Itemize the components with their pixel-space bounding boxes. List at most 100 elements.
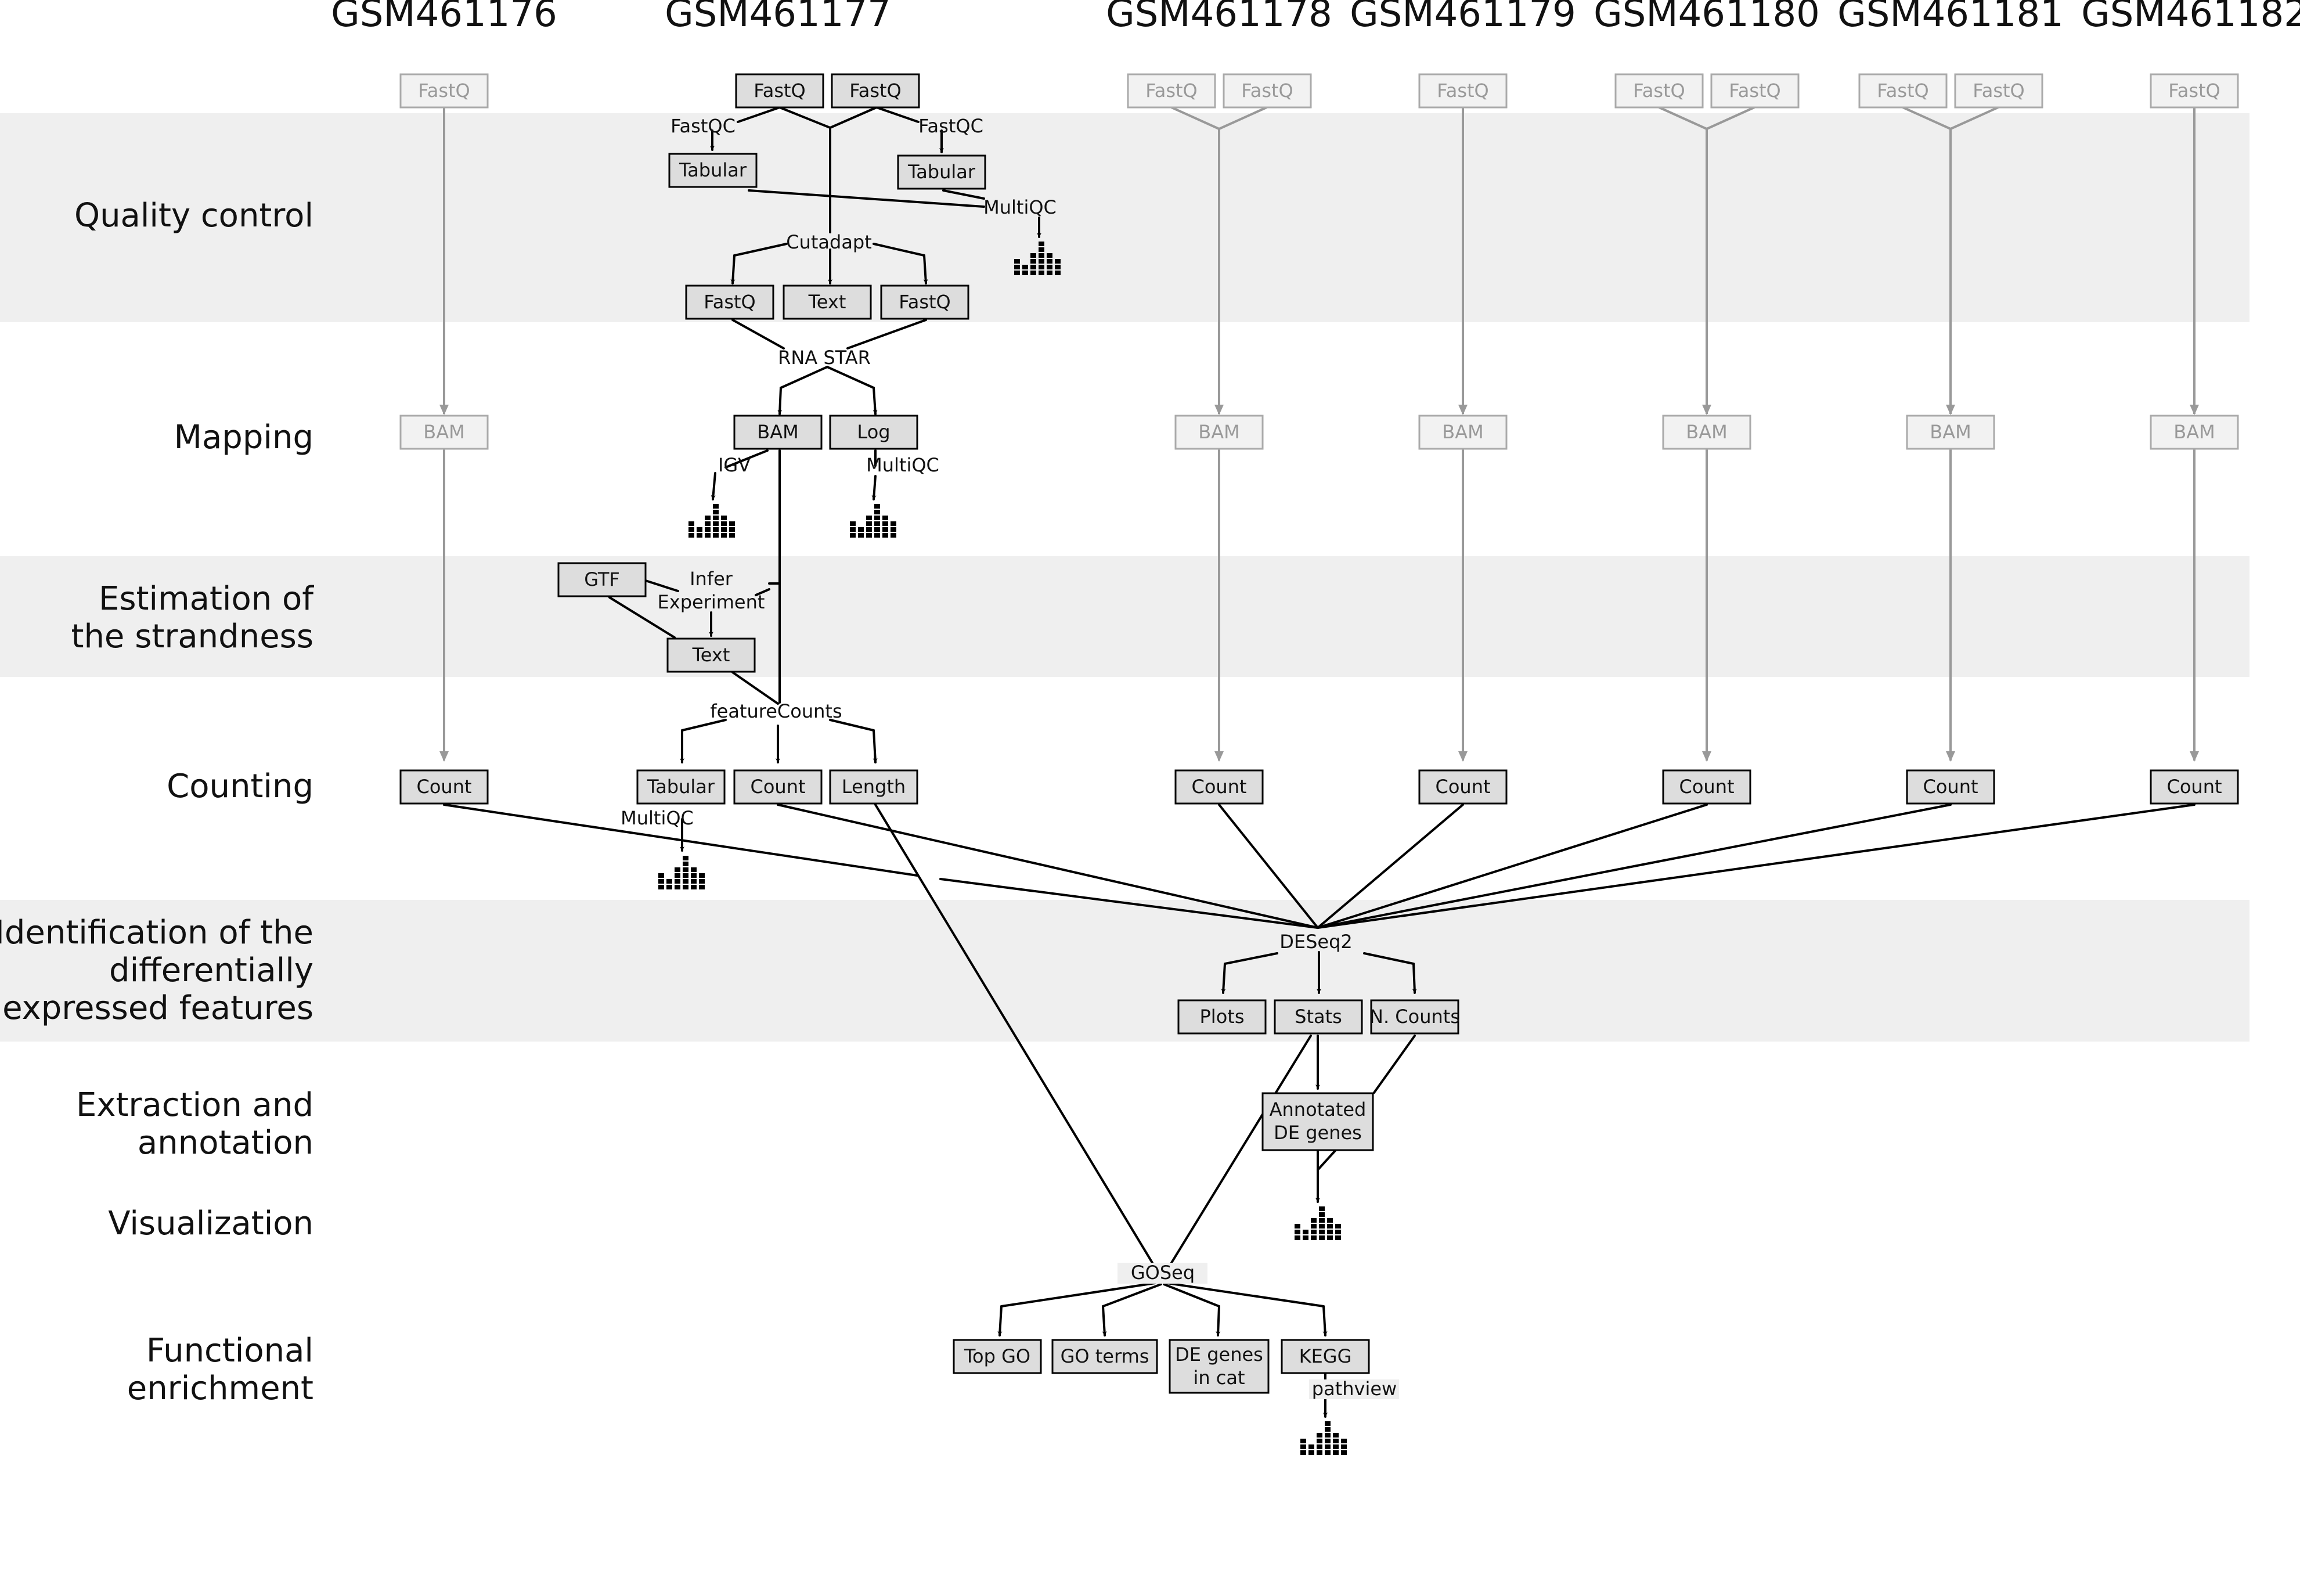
faded-fastq-box [1858, 73, 1948, 109]
box-label: KEGG [1299, 1345, 1352, 1367]
flow-line [1000, 1282, 1156, 1307]
faded-arrowhead [439, 751, 449, 762]
top-go-box [953, 1339, 1042, 1374]
sample-title: GSM461181 [1837, 0, 2064, 35]
flow-line [1373, 1035, 1416, 1094]
flow-line [731, 319, 785, 350]
box-label: FastQ [1145, 80, 1197, 102]
norm-counts-box [1370, 999, 1459, 1035]
box-label: BAM [1686, 421, 1727, 443]
stage-counting: Counting [167, 768, 313, 805]
box-label: Log [857, 421, 890, 443]
flow-line [873, 243, 925, 257]
faded-bam-box [1418, 415, 1508, 450]
flow-line [777, 804, 1319, 929]
faded-flow-line [1219, 106, 1267, 130]
band-strandness [0, 556, 2249, 677]
flow-line [826, 366, 875, 389]
flow-line [730, 254, 736, 284]
faded-fastq-box [1127, 73, 1216, 109]
main-box-labels: FastQ FastQ Tabular Tabular FastQ Text F… [416, 80, 2222, 1389]
faded-arrowhead [439, 405, 449, 415]
faded-boxes [399, 73, 2239, 450]
tool-label-pathview: pathview [1312, 1378, 1397, 1400]
box-label: FastQ [1241, 80, 1293, 102]
box-label: Top GO [964, 1345, 1030, 1367]
flow-line [1102, 1283, 1162, 1307]
box-label: FastQ [849, 80, 901, 102]
plots-box [1177, 999, 1267, 1035]
tool-label-infer-experiment-line-2: Experiment [658, 591, 765, 613]
fastq-trimmed-box-1 [685, 284, 774, 320]
tool-label-goseq: GOSeq [1131, 1262, 1195, 1284]
flow-line [780, 366, 828, 389]
box-label: Annotated [1270, 1098, 1367, 1121]
band-de-features [0, 900, 2249, 1042]
flow-line [443, 804, 918, 877]
sample-title: GSM461176 [331, 0, 557, 35]
flow-line [1317, 804, 2196, 929]
faded-flow-line [1171, 106, 1220, 130]
tool-labels: FastQC FastQC MultiQC Cutadapt RNA STAR … [621, 115, 1399, 1400]
stage-extraction-line-2: annotation [138, 1124, 313, 1162]
tool-label-multiqc: MultiQC [866, 454, 939, 476]
tabular-box-2 [897, 154, 986, 190]
band-quality-control [0, 113, 2249, 322]
faded-arrowhead [1458, 405, 1468, 415]
flow-line [873, 729, 878, 763]
flow-line [1317, 1150, 1336, 1171]
flow-line [846, 319, 927, 350]
faded-arrowhead [1458, 751, 1468, 762]
box-label: Count [1191, 776, 1246, 798]
go-terms-box [1051, 1339, 1158, 1374]
flow-line [871, 475, 877, 500]
stage-de-features-line-1: Identification of the [0, 914, 313, 952]
flow-line [778, 106, 831, 129]
flow-line [1218, 804, 1319, 929]
flow-line [923, 254, 928, 284]
box-label: BAM [1442, 421, 1483, 443]
box-label: FastQ [704, 291, 755, 313]
sample-title: GSM461179 [1350, 0, 1576, 35]
box-label: Count [1435, 776, 1490, 798]
count-box-3 [1174, 769, 1264, 805]
flow-line [1412, 963, 1417, 994]
flow-line [1170, 1035, 1312, 1264]
stage-de-features-line-3: expressed features [2, 989, 313, 1027]
box-label: FastQ [1877, 80, 1928, 102]
tool-label-multiqc: MultiQC [983, 196, 1057, 218]
flow-line [731, 671, 779, 705]
faded-flow-line [1706, 106, 1755, 130]
box-label: FastQ [1633, 80, 1685, 102]
faded-bam-box [1906, 415, 1995, 450]
flow-line [711, 472, 716, 500]
flow-line [777, 387, 783, 415]
pathview-label-bg [1309, 1379, 1399, 1399]
box-label: FastQ [1973, 80, 2024, 102]
faded-arrowhead [1702, 751, 1711, 762]
tool-label-featurecounts: featureCounts [710, 700, 842, 722]
faded-bam-box [1662, 415, 1751, 450]
bar-chart-report-icon [1295, 1206, 1341, 1240]
bar-chart-report-icon [688, 504, 735, 538]
tool-label-infer-experiment-line-1: Infer [690, 568, 733, 590]
box-label: Count [2166, 776, 2222, 798]
flow-line [1322, 1305, 1328, 1336]
box-label: FastQ [418, 80, 470, 102]
tool-label-rna-star: RNA STAR [778, 347, 871, 369]
stage-enrichment-line-2: enrichment [127, 1370, 313, 1407]
stage-mapping: Mapping [174, 419, 313, 456]
flow-line [829, 719, 875, 732]
goseq-label-bg [1117, 1263, 1207, 1284]
tool-label-multiqc: MultiQC [621, 807, 694, 829]
box-label: BAM [757, 421, 798, 443]
annotated-de-genes-box [1261, 1092, 1374, 1151]
faded-arrowhead [1946, 751, 1955, 762]
count-box-2 [733, 769, 823, 805]
stage-visualization: Visualization [108, 1205, 313, 1242]
stage-extraction-line-1: Extraction and [76, 1086, 313, 1124]
flow-line [733, 243, 788, 257]
faded-fastq-box [399, 73, 489, 109]
tool-label-deseq2: DESeq2 [1279, 931, 1353, 953]
faded-arrowhead [1214, 751, 1224, 762]
